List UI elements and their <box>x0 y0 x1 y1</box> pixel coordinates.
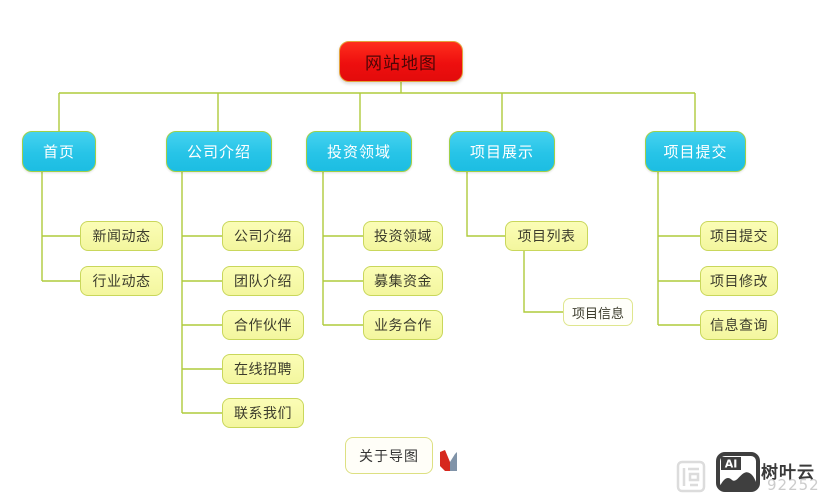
node-project-display: 项目展示 <box>449 131 555 172</box>
watermark-brand-text: 树叶云 <box>761 463 815 483</box>
node-investment-areas: 投资领域 <box>363 221 443 251</box>
node-project-submit: 项目提交 <box>645 131 746 172</box>
node-home: 首页 <box>22 131 96 172</box>
watermark-number-text: 92252 <box>767 476 820 494</box>
node-project-info: 项目信息 <box>563 298 633 326</box>
node-team-intro: 团队介绍 <box>222 266 304 296</box>
node-modify-project: 项目修改 <box>700 266 778 296</box>
ai-badge-text: AI <box>725 458 738 471</box>
node-company-intro: 公司介绍 <box>166 131 272 172</box>
node-submit-project: 项目提交 <box>700 221 778 251</box>
node-project-list: 项目列表 <box>505 221 588 251</box>
node-industry-news: 行业动态 <box>80 266 163 296</box>
node-partners: 合作伙伴 <box>222 310 304 340</box>
about-map-node: 关于导图 <box>345 437 433 474</box>
node-news: 新闻动态 <box>80 221 163 251</box>
node-contact-us: 联系我们 <box>222 398 304 428</box>
node-online-recruit: 在线招聘 <box>222 354 304 384</box>
node-investment-field: 投资领域 <box>306 131 412 172</box>
faint-seal-icon <box>676 460 706 493</box>
node-root-sitemap: 网站地图 <box>339 41 463 82</box>
node-fundraising: 募集资金 <box>363 266 443 296</box>
node-company-profile: 公司介绍 <box>222 221 304 251</box>
ai-image-watermark-icon: AI <box>716 452 760 492</box>
mindmap-app-logo-icon <box>440 450 457 471</box>
node-info-query: 信息查询 <box>700 310 778 340</box>
node-business-coop: 业务合作 <box>363 310 443 340</box>
